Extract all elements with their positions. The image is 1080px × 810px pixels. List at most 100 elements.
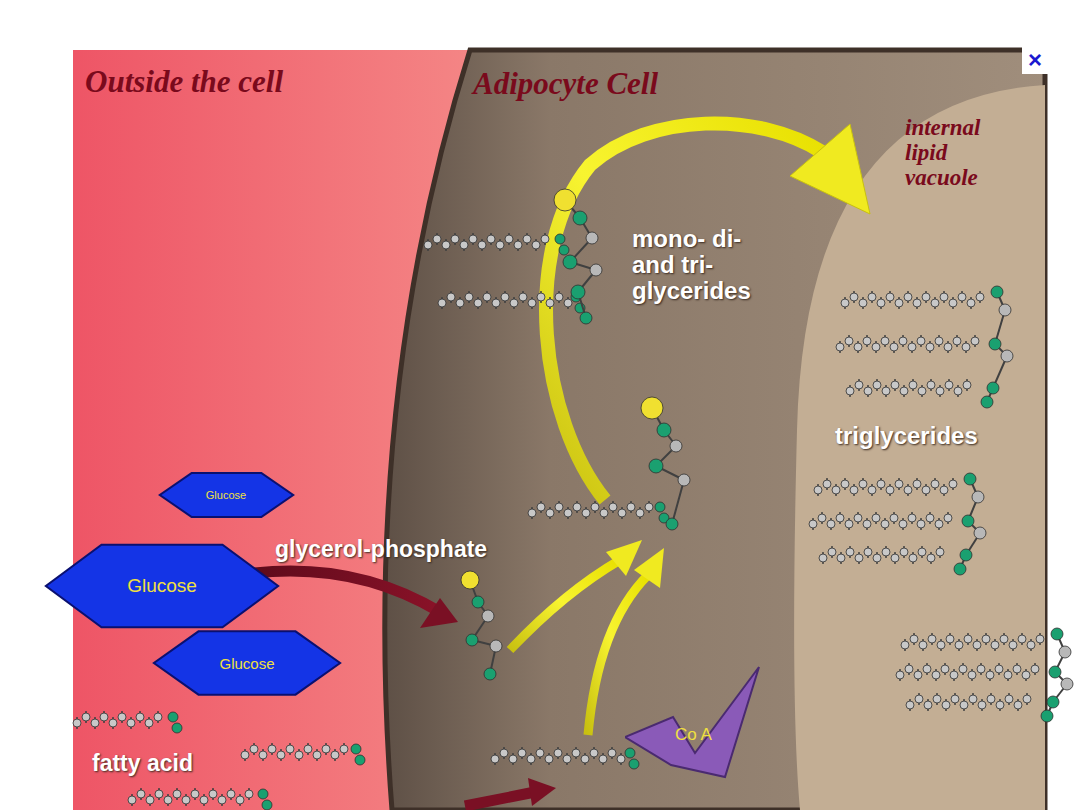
atom <box>855 554 863 562</box>
atom <box>868 486 876 494</box>
atom <box>882 548 890 556</box>
atom <box>91 719 99 727</box>
atom <box>832 486 840 494</box>
atom <box>474 299 482 307</box>
atom <box>986 671 994 679</box>
atom <box>666 518 678 530</box>
atom <box>591 503 599 511</box>
atom <box>609 503 617 511</box>
atom <box>926 343 934 351</box>
atom <box>559 245 569 255</box>
atom <box>484 668 496 680</box>
atom <box>518 749 526 757</box>
atom <box>937 641 945 649</box>
atom <box>277 751 285 759</box>
atom <box>882 387 890 395</box>
atom <box>510 299 518 307</box>
glucose-hexagon: Glucose <box>150 630 344 696</box>
atom <box>564 509 572 517</box>
atom <box>608 749 616 757</box>
atom <box>932 671 940 679</box>
atom <box>482 610 494 622</box>
atom <box>460 241 468 249</box>
atom <box>919 641 927 649</box>
bond <box>672 480 684 524</box>
atom <box>854 343 862 351</box>
atom <box>340 745 348 753</box>
atom <box>846 548 854 556</box>
atom <box>469 235 477 243</box>
atom <box>974 527 986 539</box>
atom <box>828 548 836 556</box>
atom <box>433 235 441 243</box>
atom <box>490 640 502 652</box>
atom <box>927 554 935 562</box>
atom <box>173 790 181 798</box>
atom <box>814 486 822 494</box>
atom <box>1009 641 1017 649</box>
atom <box>899 337 907 345</box>
atom <box>922 486 930 494</box>
atom <box>877 299 885 307</box>
atom <box>541 235 549 243</box>
atom <box>964 635 972 643</box>
atom <box>905 665 913 673</box>
cell-membrane <box>385 50 1045 810</box>
atom <box>960 549 972 561</box>
atom <box>259 751 267 759</box>
atom <box>572 749 580 757</box>
atom <box>155 790 163 798</box>
atom <box>935 520 943 528</box>
atom <box>981 396 993 408</box>
atom <box>962 515 974 527</box>
atom <box>573 211 587 225</box>
atom <box>617 755 625 763</box>
atom <box>942 701 950 709</box>
atom <box>581 755 589 763</box>
atom <box>625 748 635 758</box>
atom <box>146 796 154 804</box>
atom <box>1001 350 1013 362</box>
atom <box>351 744 361 754</box>
atom <box>913 299 921 307</box>
atom <box>465 293 473 301</box>
molecule-name: Glucose <box>157 489 296 501</box>
atom <box>1061 678 1073 690</box>
atom <box>895 480 903 488</box>
atom <box>555 503 563 511</box>
atom <box>886 293 894 301</box>
atom <box>145 719 153 727</box>
region-title: Adipocyte Cell <box>473 66 658 102</box>
atom <box>936 548 944 556</box>
atom <box>881 520 889 528</box>
atom <box>1014 701 1022 709</box>
atom <box>954 387 962 395</box>
atom <box>906 701 914 709</box>
atom <box>971 337 979 345</box>
atom <box>492 299 500 307</box>
atom <box>645 503 653 511</box>
atom <box>809 520 817 528</box>
atom <box>900 387 908 395</box>
arrow-head <box>634 548 664 588</box>
atom <box>527 755 535 763</box>
molecule-name: Glucose <box>41 575 283 597</box>
atom <box>496 241 504 249</box>
atom <box>931 299 939 307</box>
atom <box>940 293 948 301</box>
atom <box>618 509 626 517</box>
atom <box>962 343 970 351</box>
atom <box>946 635 954 643</box>
atom <box>528 299 536 307</box>
atom <box>996 701 1004 709</box>
atom <box>872 343 880 351</box>
atom <box>487 235 495 243</box>
atom <box>846 387 854 395</box>
atom <box>917 337 925 345</box>
atom <box>868 293 876 301</box>
atom <box>1041 710 1053 722</box>
product-label: triglycerides <box>835 422 978 450</box>
coa-shape: Co A <box>625 665 765 780</box>
region-title: Outside the cell <box>85 64 283 100</box>
atom <box>100 713 108 721</box>
